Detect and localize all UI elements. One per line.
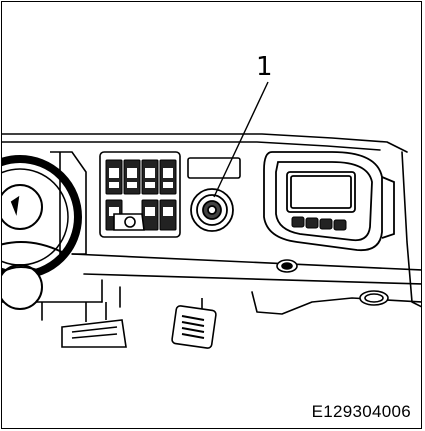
dash-lower-edge: [71, 253, 421, 271]
dash-top-edge: [2, 133, 408, 153]
dash-right-edge: [401, 151, 421, 308]
dashboard-line-drawing: [2, 81, 421, 349]
steering-wheel: [2, 155, 82, 310]
pedals: [61, 298, 217, 349]
dash-lower-edge-2: [83, 273, 421, 285]
callout-leader: [213, 81, 269, 198]
callout-label-1: 1: [256, 52, 273, 82]
ignition-switch: [190, 188, 234, 232]
figure-id: E129304006: [311, 402, 411, 421]
dash-top-edge-inner: [2, 141, 381, 151]
switch-panel: [99, 151, 181, 238]
display-unit: [263, 151, 395, 252]
